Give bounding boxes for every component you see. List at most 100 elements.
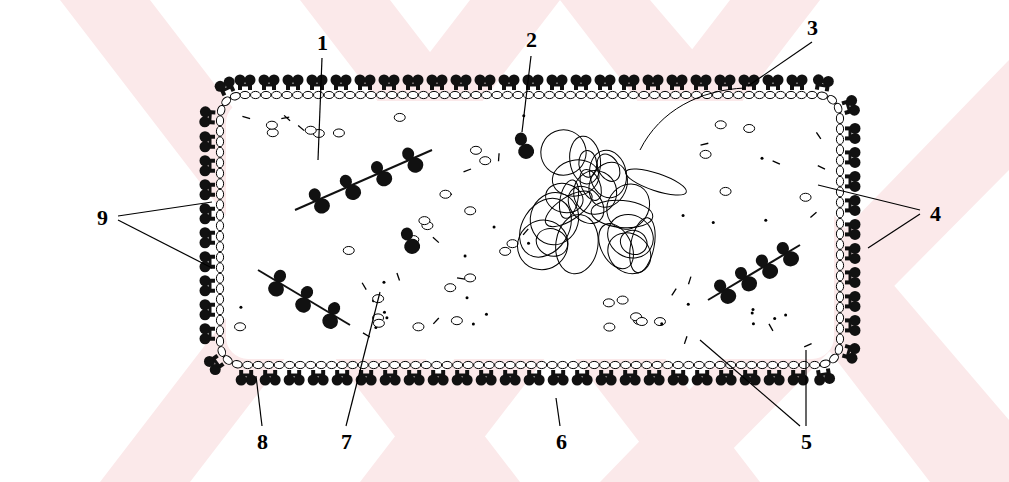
membrane-bead	[306, 361, 316, 368]
wall-bridge	[624, 84, 634, 87]
cytoplasm-dot	[687, 303, 690, 306]
wall-bridge	[433, 374, 443, 377]
cytoplasm-dash	[464, 169, 472, 172]
membrane-bead	[348, 361, 358, 368]
membrane-bead	[663, 361, 673, 368]
membrane-bead	[442, 361, 452, 368]
membrane-bead	[216, 210, 223, 220]
wall-bridge	[553, 374, 563, 377]
membrane-bead	[694, 361, 704, 368]
membrane-bead	[482, 91, 492, 98]
dna-loop	[549, 156, 602, 200]
membrane-bead	[251, 91, 261, 98]
membrane-bead	[366, 91, 376, 98]
wall-bridge	[432, 84, 442, 87]
membrane-bead	[232, 360, 243, 369]
membrane-bead	[786, 91, 796, 98]
granule	[305, 126, 316, 134]
membrane-bead	[652, 361, 662, 368]
wall-bridge	[209, 257, 212, 267]
wall-head	[204, 356, 215, 367]
membrane-bead	[295, 361, 305, 368]
granule	[654, 318, 665, 326]
membrane-bead	[230, 91, 241, 100]
membrane-bead	[589, 361, 599, 368]
membrane-bead	[736, 361, 746, 368]
membrane-bead	[429, 91, 439, 98]
callout-number: 4	[930, 203, 941, 225]
membrane-bead	[671, 91, 681, 98]
wall-bridge	[265, 374, 275, 377]
wall-bridge	[649, 374, 659, 377]
cytoplasm-dash	[818, 166, 825, 170]
ribosome	[775, 238, 802, 270]
membrane-bead	[216, 242, 223, 252]
membrane-bead	[755, 91, 765, 98]
membrane-bead	[547, 361, 557, 368]
ribosome	[733, 263, 760, 295]
wall-bridge	[849, 176, 852, 186]
membrane-bead	[316, 361, 326, 368]
membrane-bead	[836, 313, 843, 323]
ribosome	[292, 284, 320, 316]
wall-bridge	[504, 84, 514, 87]
membrane-bead	[789, 361, 799, 368]
membrane-bead	[534, 91, 544, 98]
cell-membrane	[216, 91, 843, 369]
wall-bridge	[264, 84, 274, 87]
cytoplasm-dash	[701, 143, 709, 145]
granule	[480, 157, 491, 165]
cytoplasm-dot	[239, 306, 242, 309]
membrane-bead	[216, 179, 223, 189]
membrane-bead	[293, 91, 303, 98]
membrane-bead	[356, 91, 366, 98]
wall-bridge	[648, 84, 658, 87]
membrane-bead	[432, 361, 442, 368]
cytoplasm-dash	[433, 237, 439, 242]
wall-bridge	[745, 374, 755, 377]
membrane-bead	[836, 281, 843, 291]
dna-strand	[640, 88, 745, 150]
wall-bridge	[209, 305, 212, 315]
membrane-bead	[216, 273, 223, 283]
cytoplasm-dash	[433, 318, 438, 324]
membrane-bead	[216, 284, 223, 294]
membrane-bead	[314, 91, 324, 98]
membrane-bead	[778, 361, 788, 368]
wall-bridge	[360, 84, 370, 87]
granule	[343, 246, 354, 254]
dna-loop	[552, 212, 602, 277]
membrane-bead	[681, 91, 691, 98]
wall-bridge	[697, 374, 707, 377]
membrane-bead	[453, 361, 463, 368]
membrane-bead	[216, 252, 223, 262]
membrane-bead	[836, 208, 843, 218]
wall-bridge	[209, 209, 212, 219]
cytoplasm-dash	[498, 153, 500, 161]
granule	[715, 121, 726, 129]
membrane-bead	[834, 344, 844, 356]
wall-bridge	[721, 374, 731, 377]
membrane-bead	[836, 218, 843, 228]
wall-bridge	[849, 296, 852, 306]
membrane-bead	[285, 361, 295, 368]
membrane-bead	[747, 361, 757, 368]
granule	[373, 319, 384, 327]
membrane-bead	[618, 91, 628, 98]
membrane-bead	[631, 361, 641, 368]
membrane-bead	[608, 91, 618, 98]
membrane-bead	[337, 361, 347, 368]
wall-bridge	[849, 200, 852, 210]
membrane-bead	[216, 126, 223, 136]
dna-loop	[586, 147, 631, 201]
granule	[603, 299, 614, 307]
membrane-bead	[461, 91, 471, 98]
membrane-bead	[450, 91, 460, 98]
membrane-bead	[650, 91, 660, 98]
granule	[617, 296, 628, 304]
membrane-bead	[776, 91, 786, 98]
cell-wall	[199, 74, 860, 385]
dna-loop	[556, 178, 582, 220]
granule	[470, 146, 481, 154]
